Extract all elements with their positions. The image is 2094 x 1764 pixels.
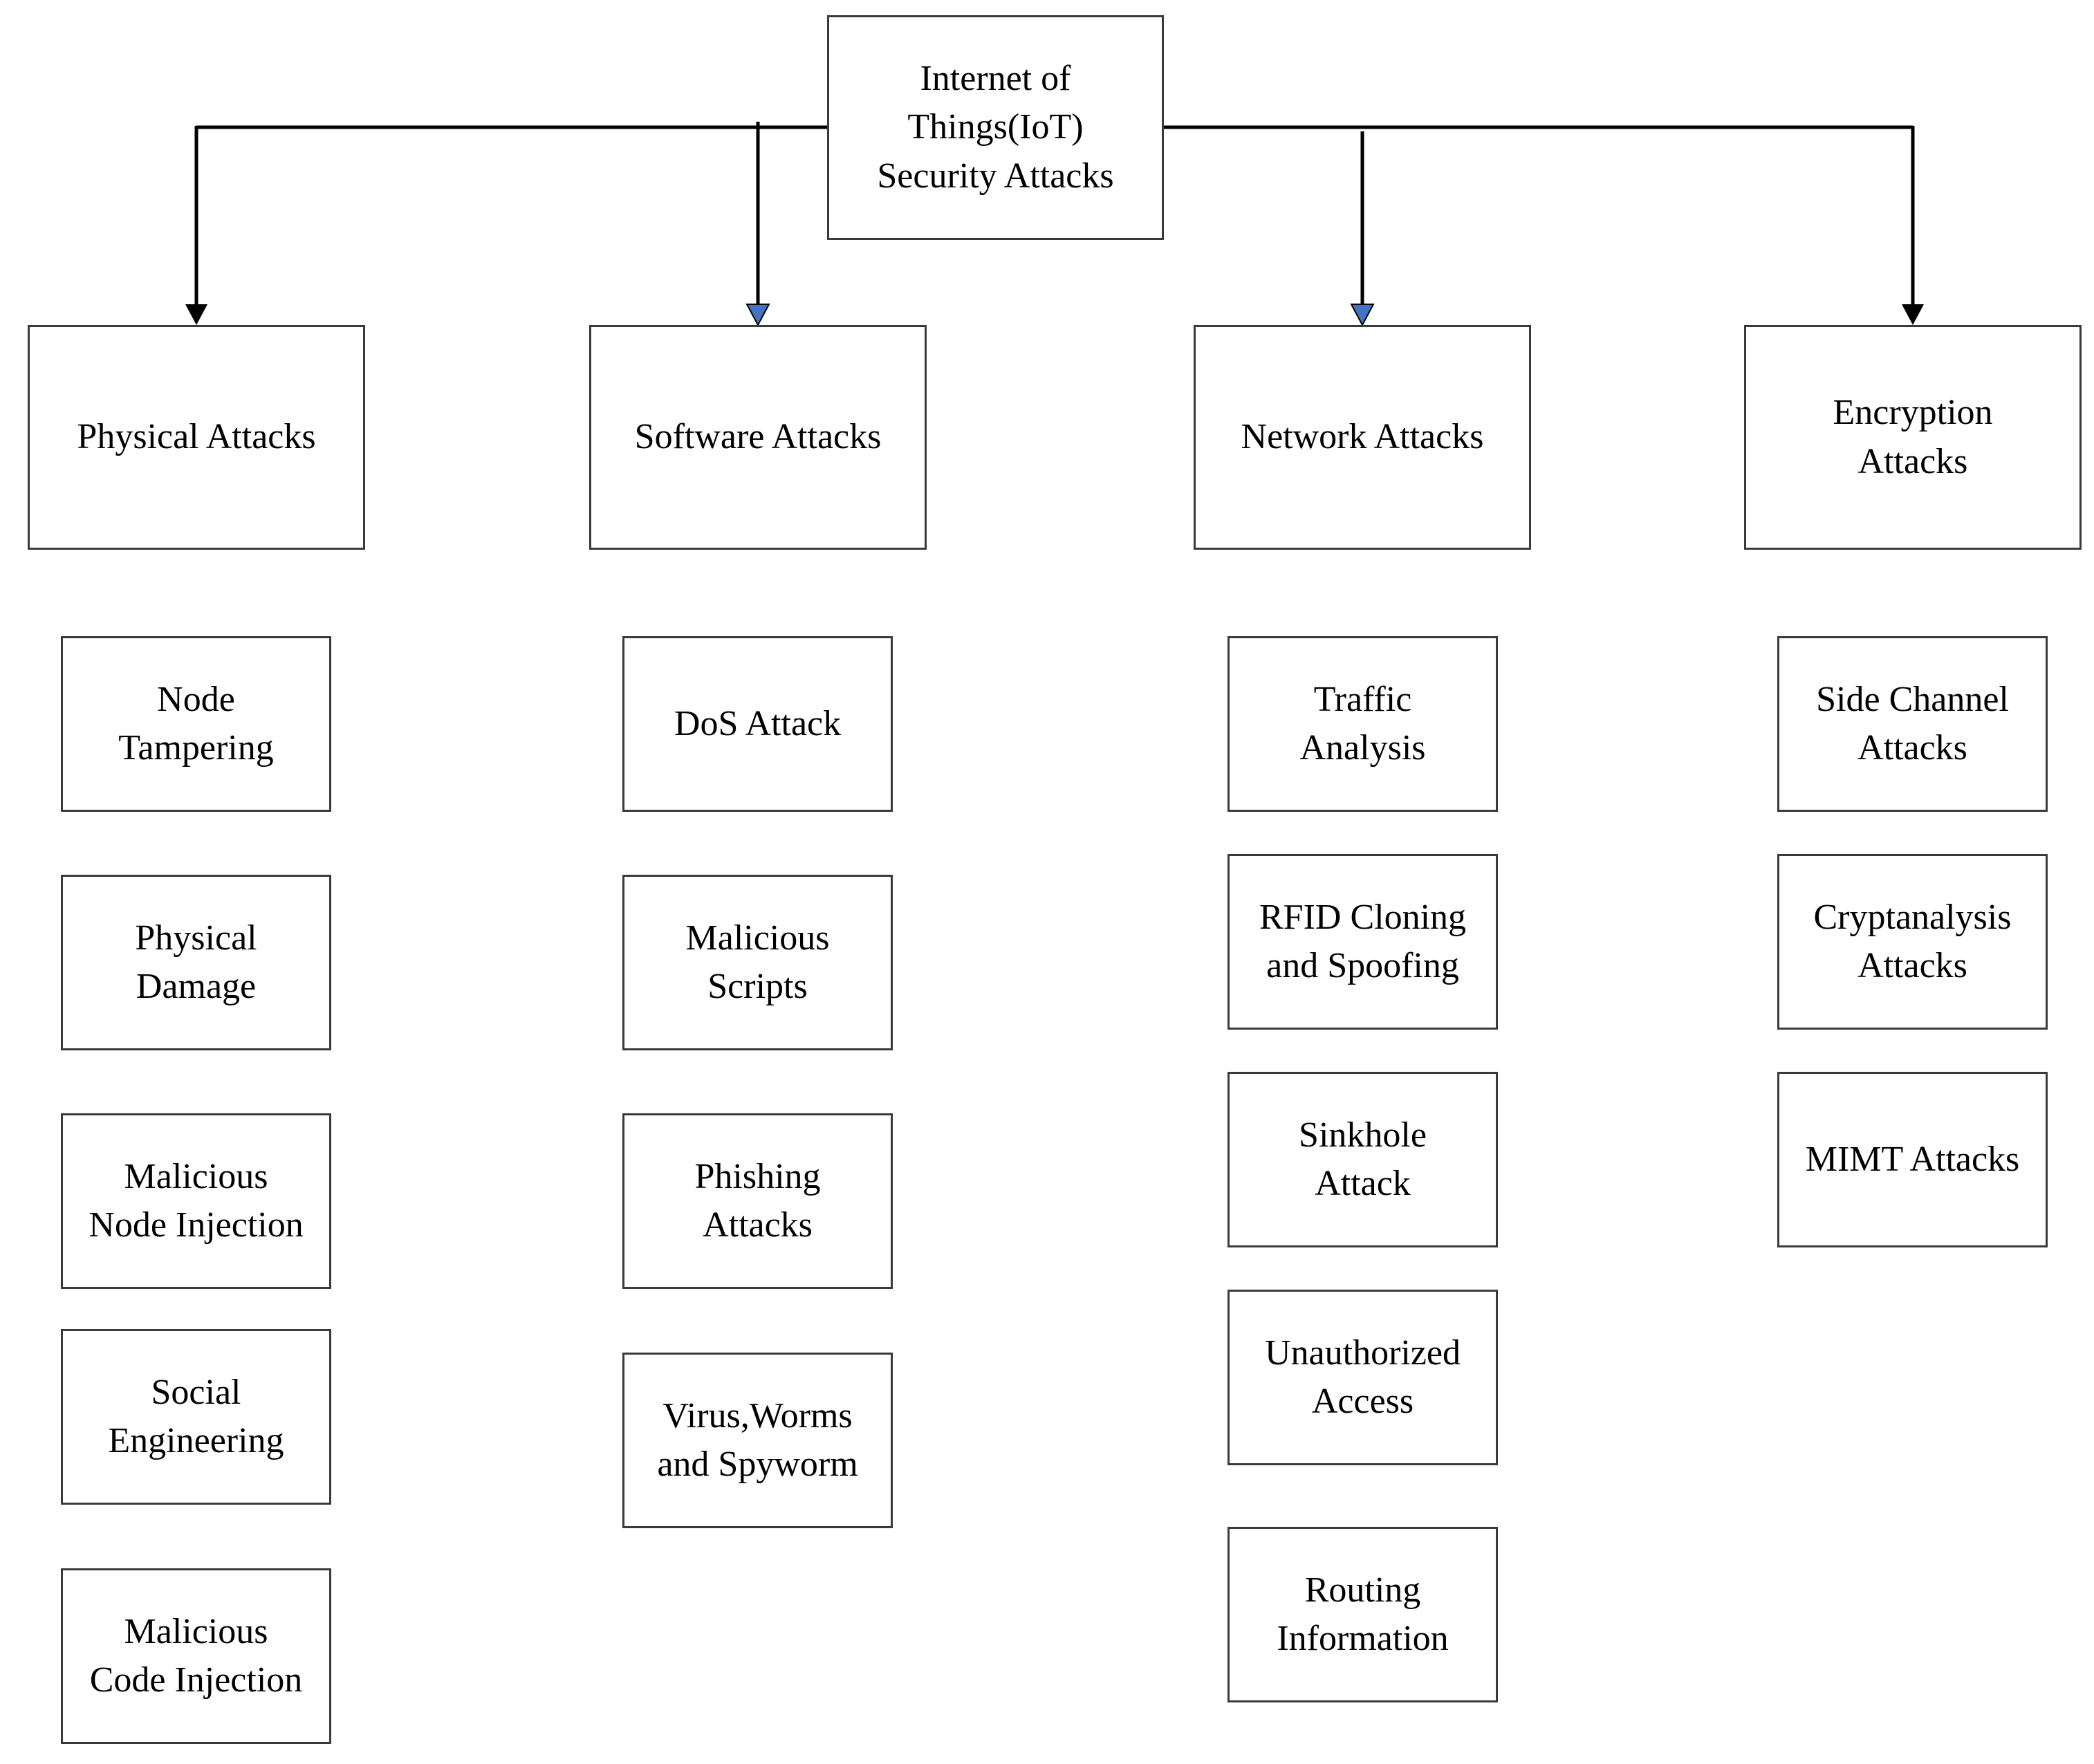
software-item-label: Virus,Worms and Spyworm — [657, 1395, 858, 1484]
physical-item-label: Malicious Code Injection — [89, 1611, 303, 1700]
network-item-traffic-analysis: Traffic Analysis — [1227, 636, 1498, 812]
encryption-item-side-channel-attacks: Side Channel Attacks — [1777, 636, 2048, 812]
physical-item-label: Node Tampering — [118, 679, 274, 768]
encryption-item-cryptanalysis-attacks: Cryptanalysis Attacks — [1777, 854, 2048, 1030]
software-item-label: Malicious Scripts — [685, 918, 830, 1006]
arrowhead-network — [1350, 304, 1375, 327]
category-software-attacks: Software Attacks — [589, 325, 927, 550]
physical-item-label: Physical Damage — [135, 918, 257, 1006]
network-item-sinkhole-attack: Sinkhole Attack — [1227, 1072, 1498, 1247]
category-network-attacks-label: Network Attacks — [1241, 417, 1484, 457]
physical-item-label: Social Engineering — [108, 1372, 284, 1460]
software-item-label: DoS Attack — [674, 703, 842, 743]
encryption-item-label: Cryptanalysis Attacks — [1813, 897, 2012, 985]
network-item-label: Sinkhole Attack — [1299, 1115, 1427, 1203]
network-item-rfid-cloning-spoofing: RFID Cloning and Spoofing — [1227, 854, 1498, 1030]
physical-item-node-tampering: Node Tampering — [61, 636, 331, 812]
category-physical-attacks-label: Physical Attacks — [77, 417, 316, 457]
network-item-label: Routing Information — [1277, 1570, 1449, 1658]
software-item-malicious-scripts: Malicious Scripts — [622, 875, 893, 1050]
root-node: Internet of Things(IoT) Security Attacks — [827, 15, 1164, 240]
encryption-item-label: MIMT Attacks — [1805, 1139, 2020, 1179]
software-item-label: Phishing Attacks — [694, 1156, 821, 1245]
arrowhead-encryption — [1902, 304, 1924, 325]
encryption-item-mimt-attacks: MIMT Attacks — [1777, 1072, 2048, 1247]
arrowhead-software — [745, 304, 770, 327]
category-network-attacks: Network Attacks — [1194, 325, 1531, 550]
software-item-dos-attack: DoS Attack — [622, 636, 893, 812]
physical-item-malicious-node-injection: Malicious Node Injection — [61, 1113, 331, 1289]
root-node-label: Internet of Things(IoT) Security Attacks — [877, 59, 1114, 196]
category-encryption-attacks-label: Encryption Attacks — [1833, 393, 1993, 481]
software-item-virus-worms-spyworm: Virus,Worms and Spyworm — [622, 1353, 893, 1528]
category-software-attacks-label: Software Attacks — [634, 417, 882, 457]
network-item-label: RFID Cloning and Spoofing — [1259, 897, 1467, 985]
category-encryption-attacks: Encryption Attacks — [1744, 325, 2082, 550]
physical-item-label: Malicious Node Injection — [89, 1156, 304, 1245]
network-item-label: Traffic Analysis — [1299, 679, 1426, 768]
physical-item-physical-damage: Physical Damage — [61, 875, 331, 1050]
arrowhead-physical — [185, 304, 207, 325]
category-physical-attacks: Physical Attacks — [28, 325, 365, 550]
software-item-phishing-attacks: Phishing Attacks — [622, 1113, 893, 1289]
encryption-item-label: Side Channel Attacks — [1816, 679, 2009, 768]
network-item-routing-information: Routing Information — [1227, 1527, 1498, 1702]
network-item-unauthorized-access: Unauthorized Access — [1227, 1290, 1498, 1465]
physical-item-social-engineering: Social Engineering — [61, 1329, 331, 1505]
physical-item-malicious-code-injection: Malicious Code Injection — [61, 1568, 331, 1744]
network-item-label: Unauthorized Access — [1264, 1333, 1461, 1421]
